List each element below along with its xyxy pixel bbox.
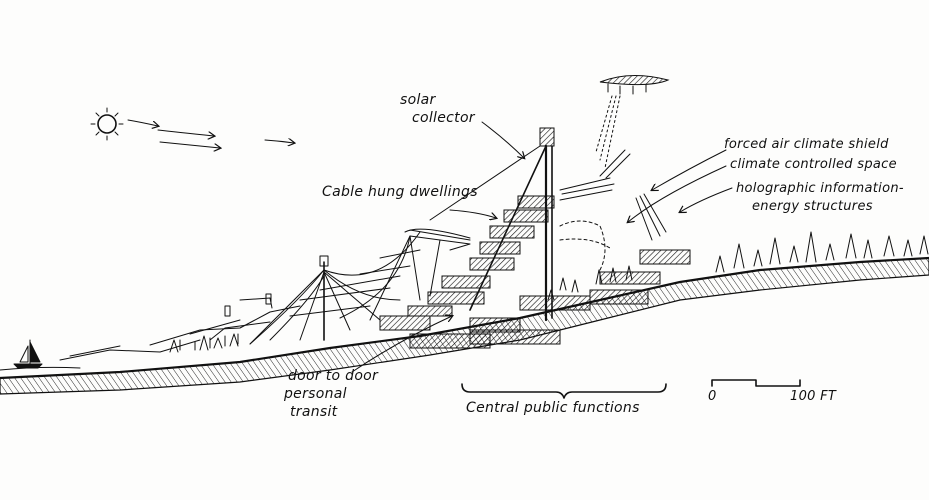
scale-bar — [711, 379, 801, 387]
label-collector: collector — [412, 110, 476, 126]
label-central-public-functions: Central public functions — [466, 400, 640, 416]
sailboat-icon — [13, 339, 43, 369]
label-holographic-information: holographic information- — [736, 181, 904, 196]
leader-lines — [351, 121, 733, 373]
right-trees — [715, 231, 929, 273]
label-climate-controlled-space: climate controlled space — [730, 157, 897, 172]
floating-structure — [595, 74, 670, 169]
cable-hung-dwellings — [249, 228, 471, 345]
label-forced-air-climate-shield: forced air climate shield — [724, 137, 889, 152]
left-trees — [169, 333, 239, 353]
label-solar: solar — [400, 92, 437, 108]
central-megastructure — [379, 127, 691, 349]
low-terraces — [59, 293, 301, 361]
label-personal: personal — [283, 386, 347, 402]
label-transit: transit — [290, 404, 338, 420]
wind-arrows — [127, 119, 294, 148]
scale-label-zero: 0 — [708, 389, 717, 404]
sun-icon — [90, 107, 124, 141]
scale-label-100ft: 100 FT — [790, 389, 837, 404]
label-door-to-door: door to door — [288, 368, 379, 384]
label-energy-structures: energy structures — [752, 199, 873, 214]
label-cable-hung-dwellings: Cable hung dwellings — [322, 184, 478, 200]
brace — [461, 383, 667, 399]
